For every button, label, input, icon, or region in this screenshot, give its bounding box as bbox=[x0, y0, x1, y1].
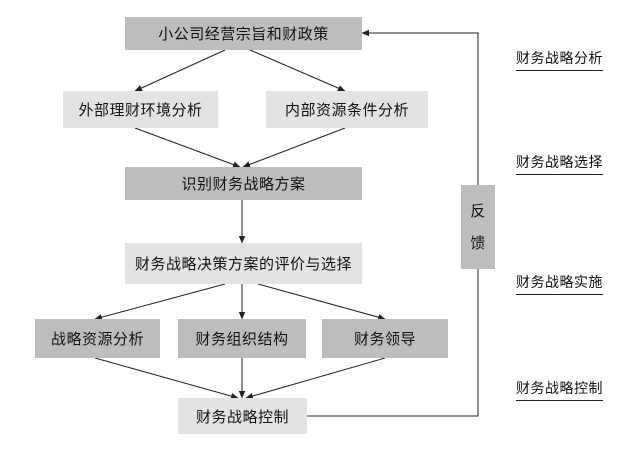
node-resource-analysis: 战略资源分析 bbox=[35, 319, 160, 358]
node-strategy-control: 财务战略控制 bbox=[178, 398, 307, 434]
node-org-structure: 财务组织结构 bbox=[178, 319, 306, 358]
arrow-resource-to-control bbox=[94, 357, 239, 400]
node-mission: 小公司经营宗旨和财政策 bbox=[125, 17, 362, 50]
arrow-evaluate-to-leadership bbox=[257, 283, 386, 321]
arrow-external-to-identify bbox=[134, 127, 241, 168]
node-leadership: 财务领导 bbox=[322, 319, 448, 358]
arrow-evaluate-to-resource bbox=[94, 283, 226, 321]
stage-label-analysis: 财务战略分析 bbox=[516, 48, 603, 71]
feedback-char-bottom: 馈 bbox=[470, 234, 486, 252]
stage-label-control: 财务战略控制 bbox=[516, 378, 603, 401]
node-internal-analysis: 内部资源条件分析 bbox=[266, 91, 428, 128]
arrow-mission-to-internal bbox=[249, 49, 346, 92]
node-identify-plan: 识别财务战略方案 bbox=[125, 167, 362, 200]
arrow-internal-to-identify bbox=[242, 127, 346, 168]
node-external-analysis: 外部理财环境分析 bbox=[63, 91, 218, 128]
stage-label-implementation: 财务战略实施 bbox=[516, 272, 603, 295]
feedback-char-top: 反 bbox=[470, 202, 486, 220]
node-feedback: 反 馈 bbox=[461, 185, 495, 269]
stage-label-selection: 财务战略选择 bbox=[516, 152, 603, 175]
node-evaluate-select: 财务战略决策方案的评价与选择 bbox=[125, 243, 362, 284]
arrow-mission-to-external bbox=[134, 49, 226, 92]
arrow-leadership-to-control bbox=[245, 357, 386, 400]
